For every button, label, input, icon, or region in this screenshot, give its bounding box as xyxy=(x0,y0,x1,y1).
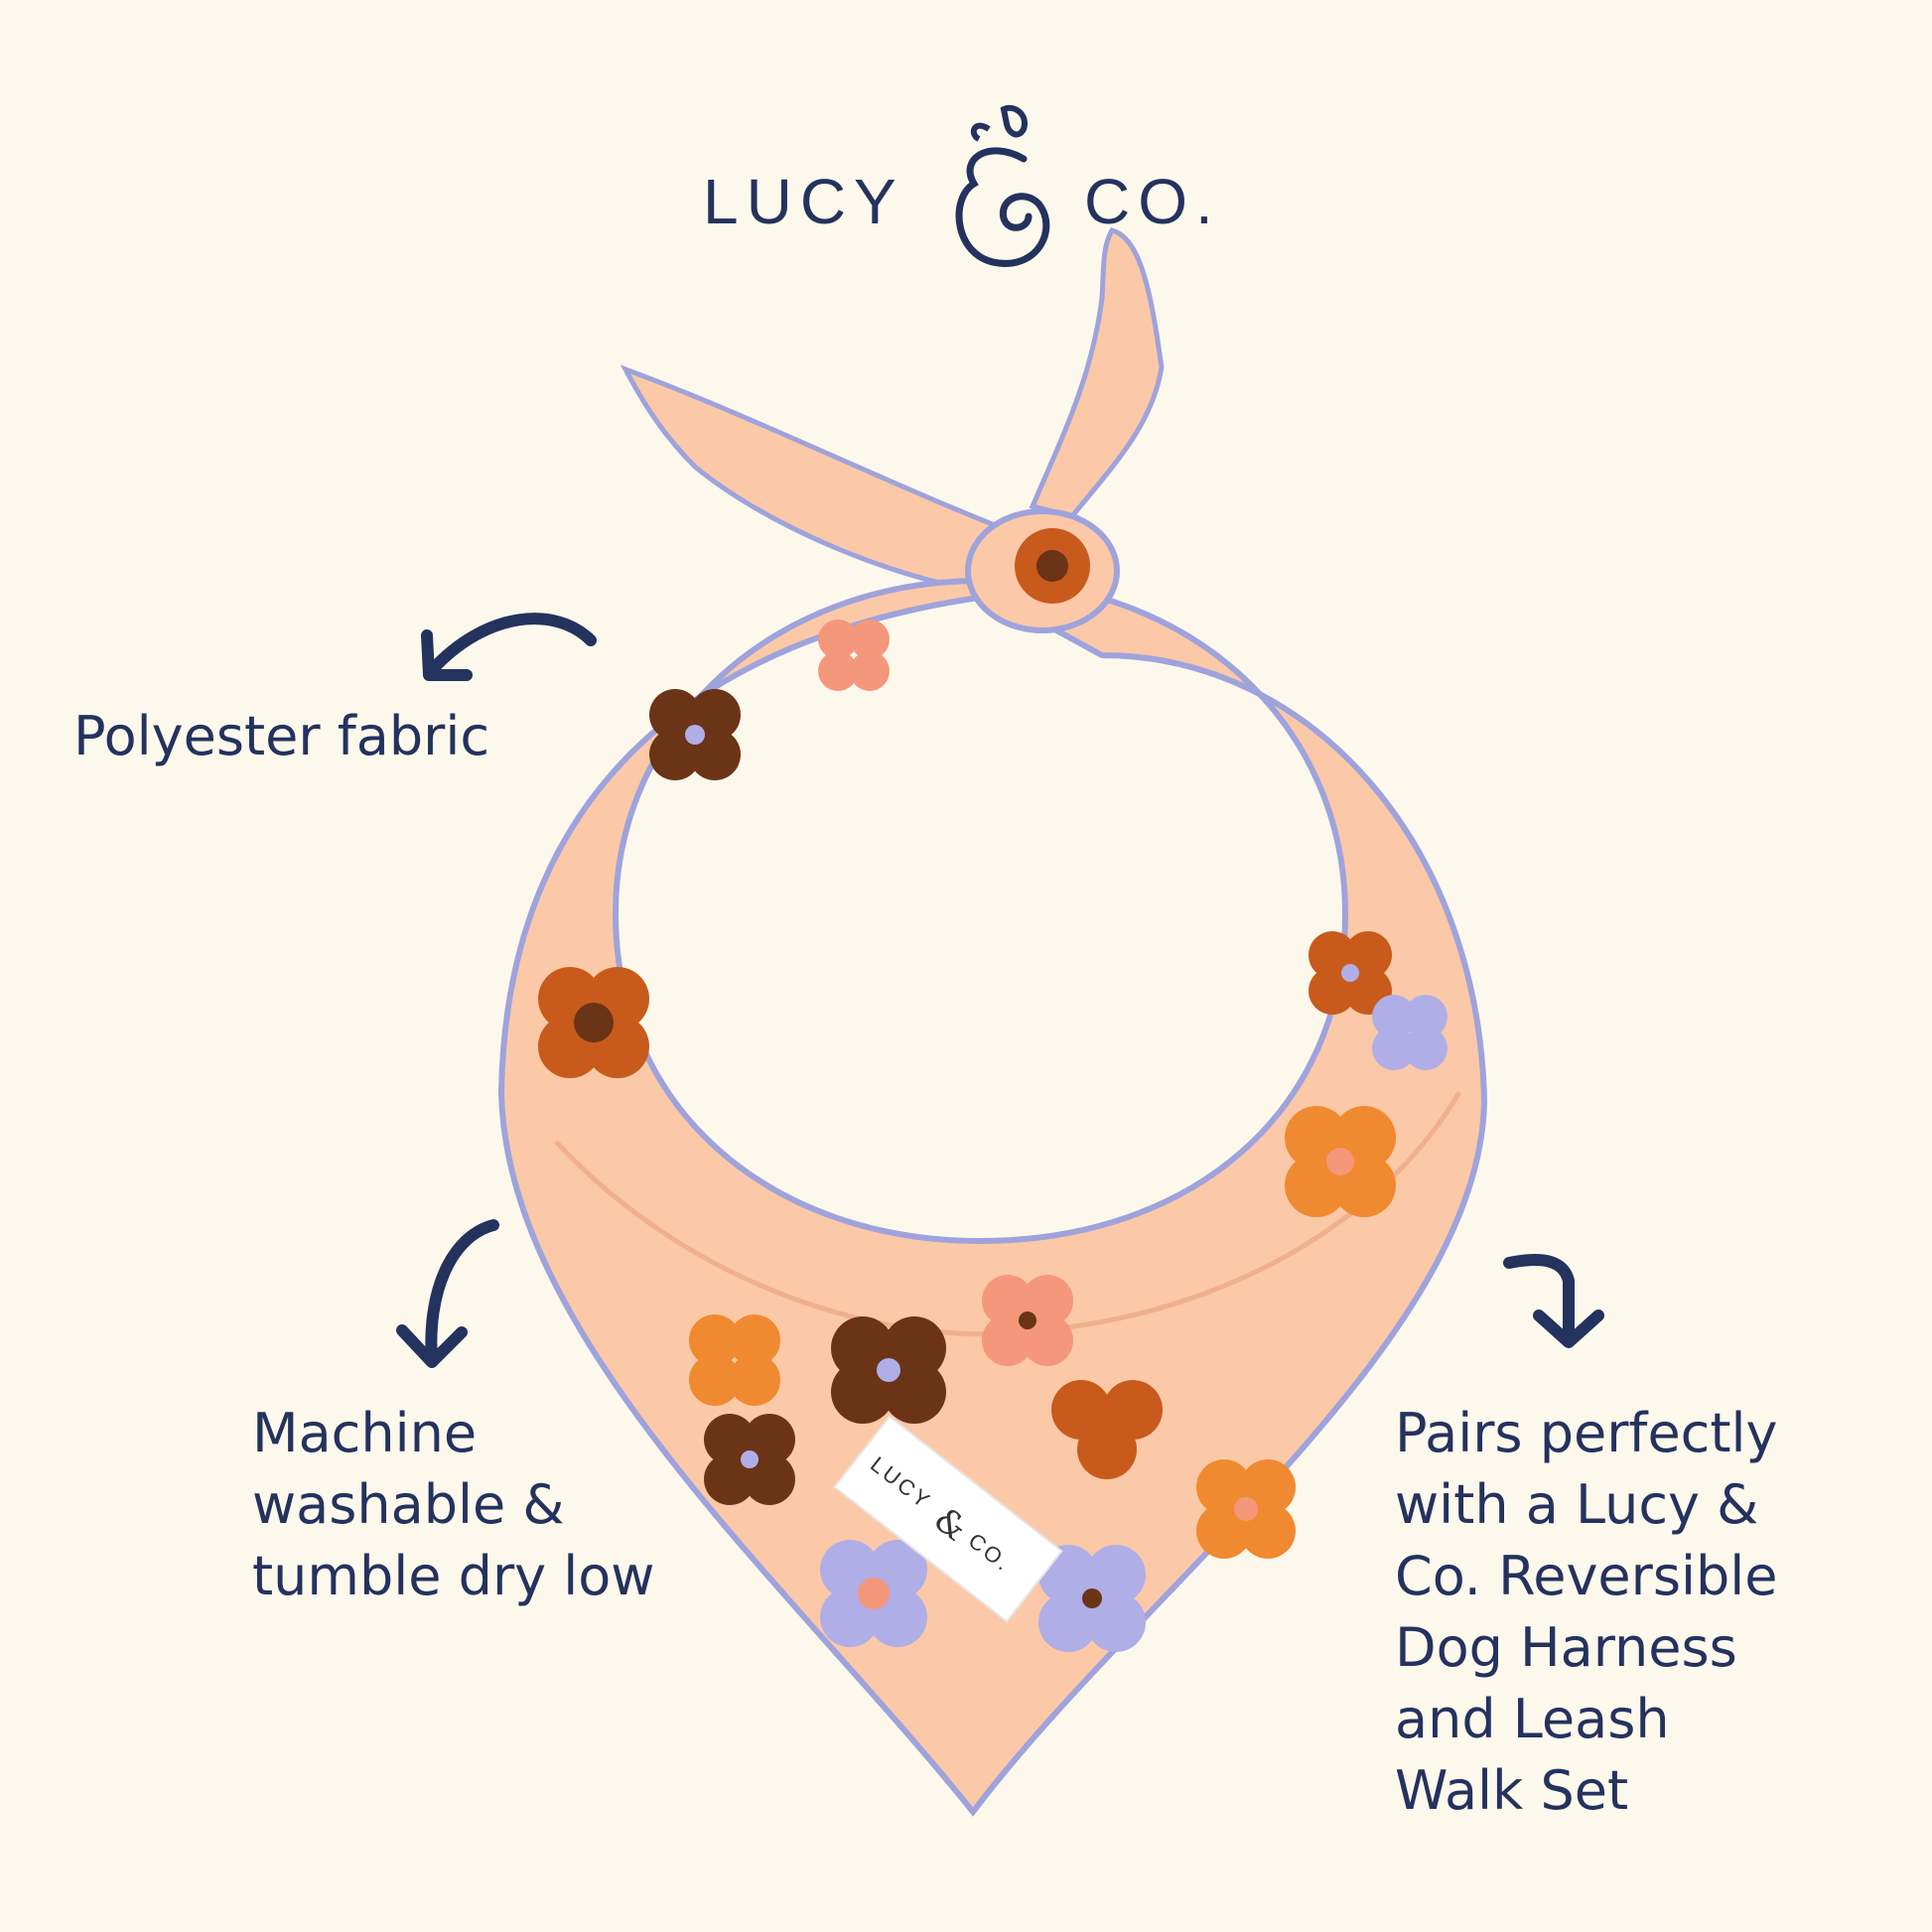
feature-text: Walk Set xyxy=(1395,1759,1629,1822)
curved-arrow-icon xyxy=(421,613,597,681)
bandana-left-tail xyxy=(620,364,1027,599)
flower xyxy=(1015,528,1090,604)
flower xyxy=(704,1414,795,1505)
feature-text: Machine xyxy=(252,1402,478,1464)
feature-polyester: Polyester fabric xyxy=(73,701,489,772)
feature-text: Dog Harness xyxy=(1395,1616,1737,1679)
brand-logo: LUCY CO. xyxy=(695,99,1231,278)
product-label-tag: LUCY & CO. xyxy=(833,1415,1063,1623)
flower xyxy=(831,1316,946,1424)
dog-ampersand-logo-icon xyxy=(955,104,1050,267)
feature-text: and Leash xyxy=(1395,1688,1670,1750)
logo-text-lucy: LUCY xyxy=(703,166,904,237)
flower xyxy=(1309,931,1392,1015)
flower xyxy=(1038,1545,1146,1652)
flower xyxy=(1051,1380,1163,1479)
feature-pairs-with-harness: Pairs perfectly with a Lucy & Co. Revers… xyxy=(1395,1398,1778,1827)
flower xyxy=(649,689,741,780)
logo-text-co: CO. xyxy=(1084,166,1221,237)
curved-arrow-icon xyxy=(396,1219,499,1368)
feature-text: Co. Reversible xyxy=(1395,1545,1778,1607)
flower xyxy=(1285,1106,1396,1217)
flower xyxy=(1196,1459,1296,1559)
flower xyxy=(982,1275,1073,1366)
flower xyxy=(1372,995,1448,1070)
flower xyxy=(820,1540,927,1647)
feature-text: tumble dry low xyxy=(252,1545,655,1607)
flower xyxy=(538,967,649,1078)
flower xyxy=(689,1314,780,1406)
feature-washable: Machine washable & tumble dry low xyxy=(252,1398,654,1612)
feature-text: Pairs perfectly xyxy=(1395,1402,1778,1464)
bent-arrow-icon xyxy=(1503,1254,1604,1348)
feature-text: with a Lucy & xyxy=(1395,1473,1759,1536)
flower xyxy=(818,620,890,691)
feature-text: washable & xyxy=(252,1473,565,1536)
feature-text: Polyester fabric xyxy=(73,705,490,767)
